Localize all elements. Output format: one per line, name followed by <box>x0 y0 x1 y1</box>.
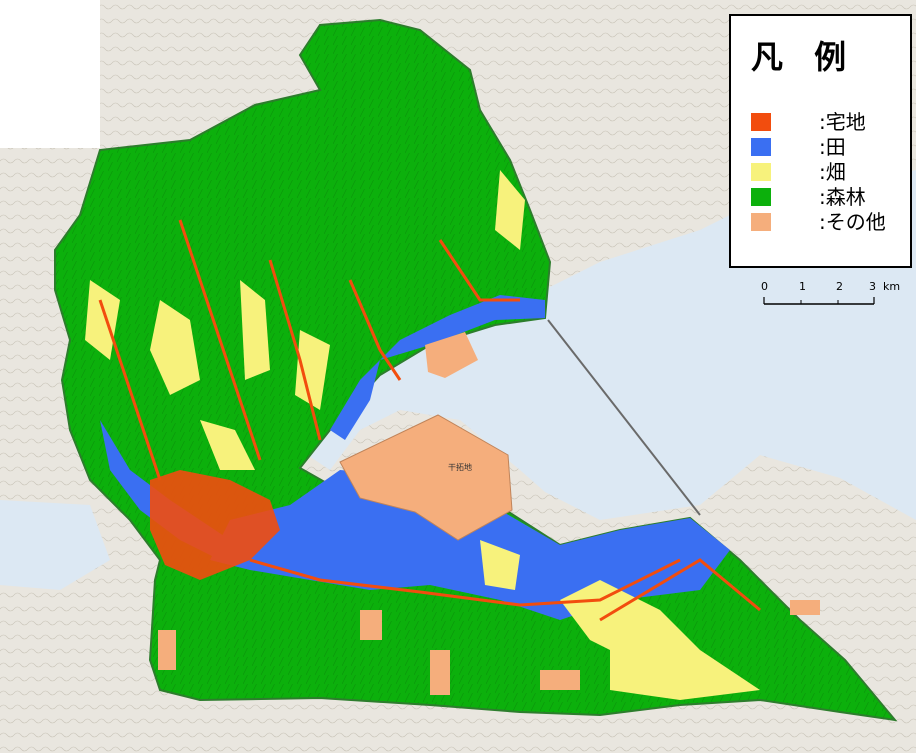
other-patches <box>158 600 820 695</box>
legend-swatch <box>751 188 771 206</box>
legend-label: :田 <box>819 135 846 159</box>
legend-title: 凡 例 <box>751 38 857 76</box>
scale-line <box>763 297 875 305</box>
reclaimed-land-label: 干拓地 <box>448 462 472 472</box>
residential-streaks <box>98 219 761 622</box>
left-water <box>0 500 110 590</box>
scale-label-3: 3 <box>869 280 876 293</box>
scale-label-1: 1 <box>799 280 806 293</box>
legend-swatch <box>751 163 771 181</box>
legend-label: :森林 <box>819 185 866 209</box>
white-margin-top-left <box>0 0 100 148</box>
legend-swatch <box>751 213 771 231</box>
reclaimed-land <box>339 414 513 541</box>
scale-bar: 0 1 2 3 km <box>755 280 900 320</box>
scale-label-0: 0 <box>761 280 768 293</box>
causeway <box>547 319 701 516</box>
legend-box: 凡 例 :宅地 :田 :畑 :森林 :その他 <box>729 14 912 268</box>
watershed-area <box>54 18 898 722</box>
legend-label: :宅地 <box>819 110 866 134</box>
urban-center <box>150 470 280 580</box>
legend-label: :畑 <box>819 160 846 184</box>
paddy-band-north <box>330 295 545 440</box>
scale-label-2: 2 <box>836 280 843 293</box>
reclaimed-land-small <box>425 332 478 378</box>
legend-swatch <box>751 113 771 131</box>
legend-label: :その他 <box>819 210 886 234</box>
legend-swatch <box>751 138 771 156</box>
scale-unit: km <box>883 280 901 293</box>
